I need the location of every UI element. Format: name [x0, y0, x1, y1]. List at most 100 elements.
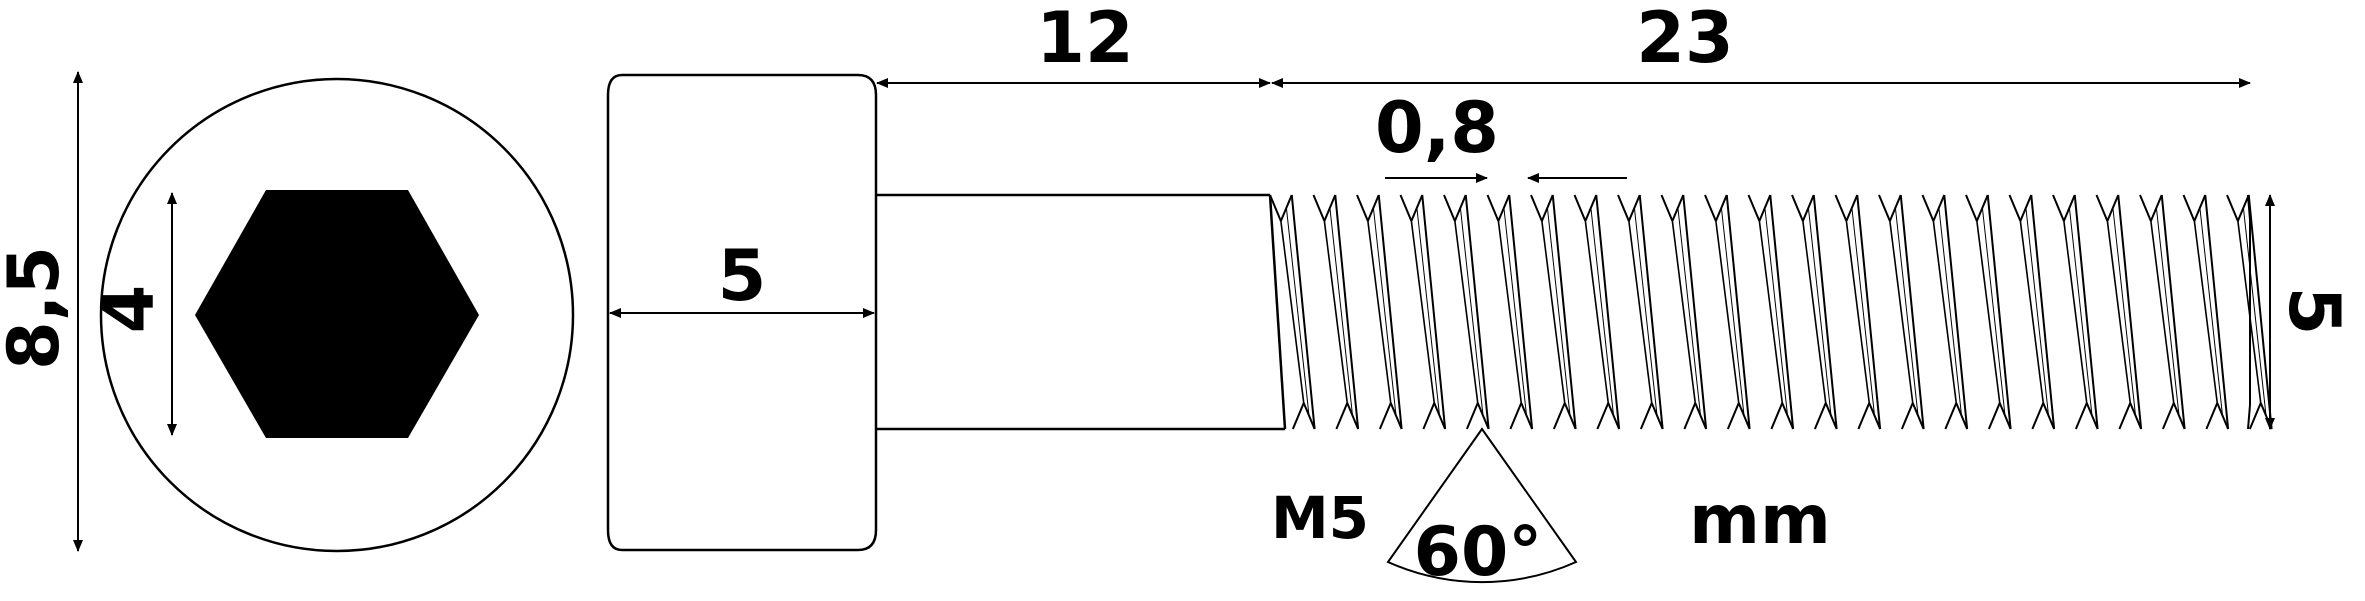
- thread-line: [1944, 402, 1958, 430]
- thread-line: [1269, 194, 1282, 222]
- thread-line: [1976, 220, 2001, 404]
- thread-line: [1465, 402, 1479, 430]
- thread-line: [2031, 402, 2045, 430]
- thread-line: [1552, 402, 1566, 430]
- thread-line: [2025, 206, 2050, 418]
- hex-socket: [195, 190, 479, 438]
- thread-line: [2161, 402, 2175, 430]
- thread-line: [1791, 194, 1804, 222]
- thread-line: [2008, 194, 2022, 222]
- thread-line: [2106, 220, 2132, 404]
- thread-line: [1725, 194, 1751, 430]
- thread-line: [1851, 206, 1876, 418]
- thread-line: [1899, 194, 1925, 430]
- thread-line: [1377, 194, 1403, 430]
- head-end-view: [99, 77, 575, 553]
- head-circle: [99, 77, 575, 553]
- thread-line: [1769, 194, 1795, 430]
- thread-line: [2155, 206, 2180, 418]
- thread-line: [1704, 194, 1717, 222]
- unit-label: mm: [1689, 481, 1831, 560]
- threaded-section: [1268, 194, 2273, 430]
- thread-line: [1410, 220, 1436, 404]
- thread-line: [1683, 402, 1697, 430]
- thread-line: [1268, 194, 1287, 430]
- thread-line: [2205, 402, 2219, 430]
- thread-line: [1889, 220, 1914, 404]
- thread-line: [1878, 194, 1891, 222]
- thread-pitch-label: 0,8: [1375, 87, 1499, 169]
- thread-line: [2242, 206, 2267, 418]
- thread-line: [1726, 402, 1740, 430]
- shank-length-dimension: 12: [876, 0, 1271, 88]
- thread-line: [1987, 402, 2001, 430]
- thread-line: [1845, 220, 1871, 404]
- thread-line: [1764, 206, 1789, 418]
- thread-line: [1508, 194, 1534, 430]
- thread-line: [2068, 206, 2093, 418]
- thread-line: [1834, 194, 1848, 222]
- thread-line: [1770, 402, 1784, 430]
- thread-line: [1813, 402, 1827, 430]
- thread-line: [2182, 194, 2196, 222]
- thread-line: [1812, 194, 1838, 430]
- thread-line: [1416, 206, 1441, 418]
- thread-length-label: 23: [1636, 0, 1733, 79]
- head-diameter-label: 8,5: [0, 246, 75, 370]
- thread-line: [2193, 220, 2219, 404]
- hex-socket-dimension: 4: [88, 192, 177, 436]
- thread-line: [1802, 220, 1827, 404]
- thread-line: [1459, 206, 1484, 418]
- thread-line: [2052, 194, 2065, 222]
- thread-angle-indicator: 60°: [1386, 427, 1578, 592]
- thread-length-dimension: 23: [1271, 0, 2251, 88]
- thread-diameter-label: 5: [2273, 287, 2355, 336]
- thread-line: [2073, 194, 2099, 430]
- thread-line: [1938, 206, 1963, 418]
- thread-pitch-dimension: 0,8: [1375, 87, 1627, 183]
- thread-line: [2139, 194, 2152, 222]
- thread-line: [1715, 220, 1740, 404]
- thread-line: [1335, 402, 1349, 430]
- thread-line: [1464, 194, 1490, 430]
- thread-line: [1551, 194, 1577, 430]
- thread-line: [1329, 206, 1354, 418]
- thread-line: [1356, 194, 1369, 222]
- thread-line: [1595, 194, 1621, 430]
- thread-line: [1367, 220, 1392, 404]
- thread-line: [2030, 194, 2056, 430]
- thread-line: [1285, 206, 1310, 418]
- thread-line: [1399, 194, 1413, 222]
- thread-line: [1943, 194, 1969, 430]
- thread-line: [1486, 194, 1500, 222]
- thread-line: [2117, 194, 2143, 430]
- thread-line: [1856, 194, 1882, 430]
- thread-line: [2247, 404, 2251, 430]
- thread-line: [1421, 194, 1447, 430]
- thread-line: [1932, 220, 1958, 404]
- thread-line: [1677, 206, 1702, 418]
- thread-angle-label: 60°: [1414, 513, 1543, 592]
- thread-line: [1986, 194, 2012, 430]
- thread-line: [1546, 206, 1571, 418]
- thread-line: [1720, 206, 1745, 418]
- thread-line: [1509, 402, 1523, 430]
- thread-line: [1323, 220, 1349, 404]
- head-height-label: 5: [718, 235, 767, 317]
- thread-line: [1590, 206, 1615, 418]
- thread-line: [1378, 402, 1392, 430]
- thread-diameter-dimension: 5: [2265, 194, 2355, 430]
- thread-line: [2095, 194, 2109, 222]
- thread-line: [1758, 220, 1784, 404]
- thread-line: [1291, 402, 1305, 430]
- thread-line: [1900, 402, 1914, 430]
- thread-line: [1422, 402, 1436, 430]
- thread-line: [2150, 220, 2175, 404]
- thread-line: [1633, 206, 1658, 418]
- thread-line: [1617, 194, 1630, 222]
- thread-line: [1660, 194, 1674, 222]
- thread-line: [1894, 206, 1919, 418]
- head-diameter-dimension: 8,5: [0, 71, 83, 552]
- thread-line: [1747, 194, 1761, 222]
